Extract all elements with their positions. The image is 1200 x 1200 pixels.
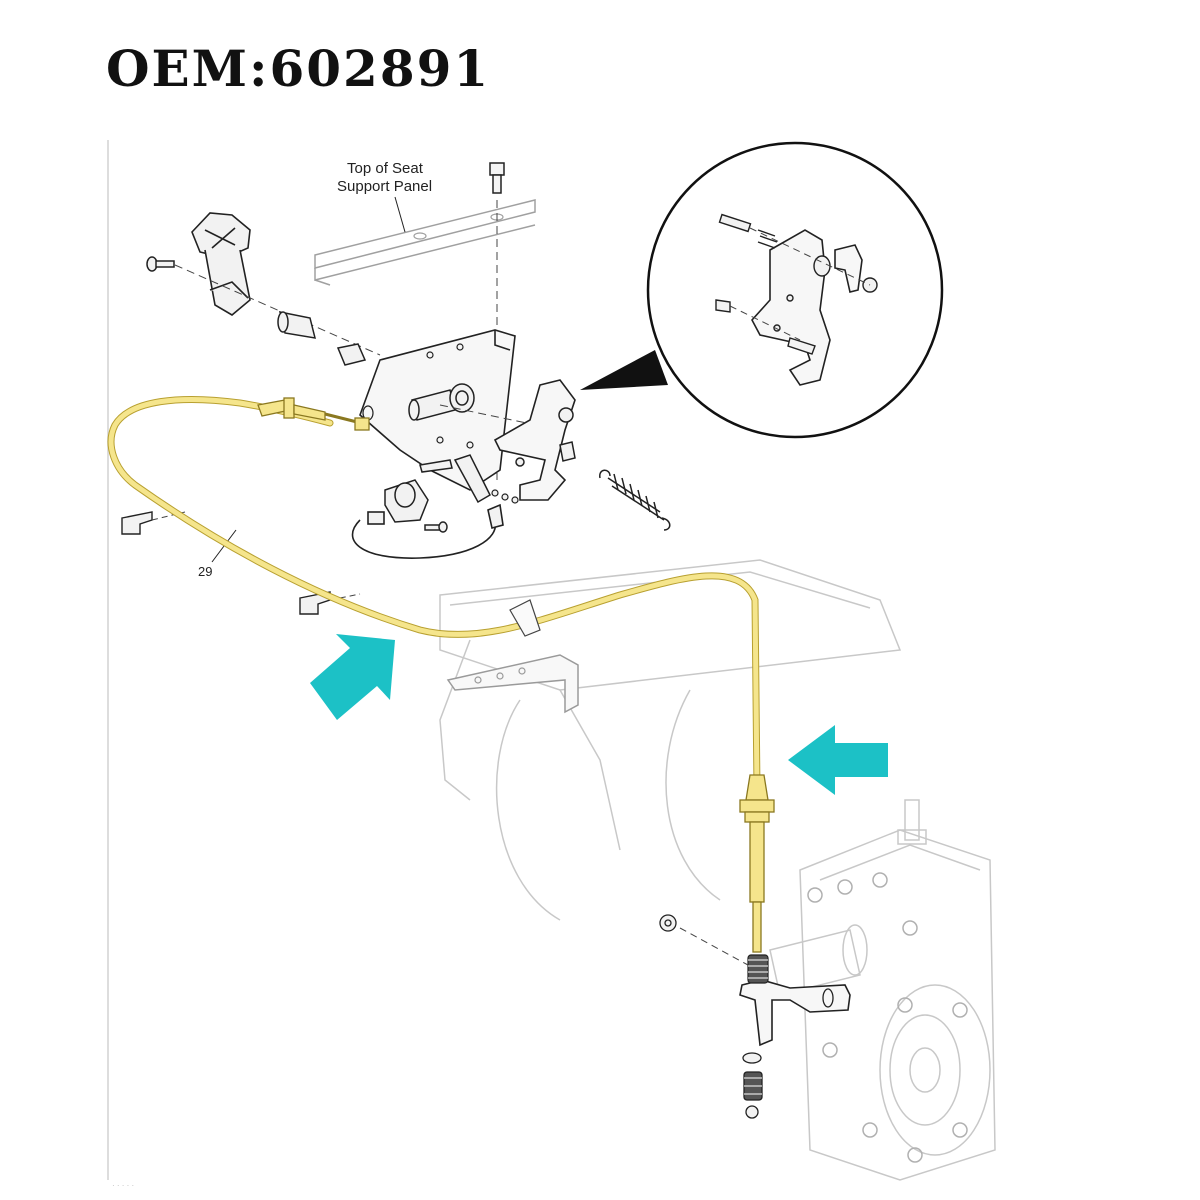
axis-line xyxy=(151,511,186,521)
arrow-right-icon xyxy=(310,634,395,720)
cable-tie xyxy=(509,599,541,637)
page-title: OEM:602891 xyxy=(106,39,491,98)
top-bolt xyxy=(489,162,505,194)
panel-leader-line xyxy=(394,196,406,233)
limit-switch xyxy=(384,479,429,523)
panel-hole xyxy=(413,232,427,240)
lower-bracket xyxy=(739,979,851,1047)
bracket-slot xyxy=(822,988,834,1008)
cable-upper-fitting xyxy=(257,397,370,431)
pivot-pin xyxy=(277,311,317,339)
seat-support-panel xyxy=(314,199,536,286)
linkage-washers xyxy=(491,489,519,504)
background-chassis xyxy=(439,559,996,1181)
bracket-shaft xyxy=(408,383,475,421)
lever-handle xyxy=(191,212,251,316)
part-number-label: 29 xyxy=(198,564,212,579)
return-spring xyxy=(599,469,671,531)
detail-hardware xyxy=(715,213,878,355)
frame-bracket-holes xyxy=(474,667,526,684)
cable-lower-fitting xyxy=(739,774,775,953)
background-bolts xyxy=(807,872,968,1163)
throttle-lever-hardware xyxy=(515,407,576,467)
switch-wiring xyxy=(351,503,504,559)
bracket-holes xyxy=(362,343,474,449)
figure-mark: · · · · · xyxy=(112,1181,134,1190)
axis-line xyxy=(439,404,561,431)
axis-line xyxy=(729,305,801,341)
axis-line xyxy=(174,264,381,356)
throttle-cable xyxy=(108,397,760,793)
frame-bracket xyxy=(446,654,579,714)
lever-screw xyxy=(146,256,175,272)
switch-screw xyxy=(424,521,448,533)
lower-hardware xyxy=(659,914,763,1119)
panel-label-line2: Support Panel xyxy=(337,178,432,195)
callout-pointer xyxy=(580,350,668,390)
arrow-left-icon xyxy=(788,725,888,795)
axis-line xyxy=(679,927,749,966)
lower-spring xyxy=(747,954,769,984)
axis-line xyxy=(749,227,871,286)
cable-clip xyxy=(121,511,331,615)
pivot-bushing xyxy=(336,343,367,366)
linkage-arm xyxy=(419,454,491,504)
panel-label-line1: Top of Seat xyxy=(347,160,424,177)
